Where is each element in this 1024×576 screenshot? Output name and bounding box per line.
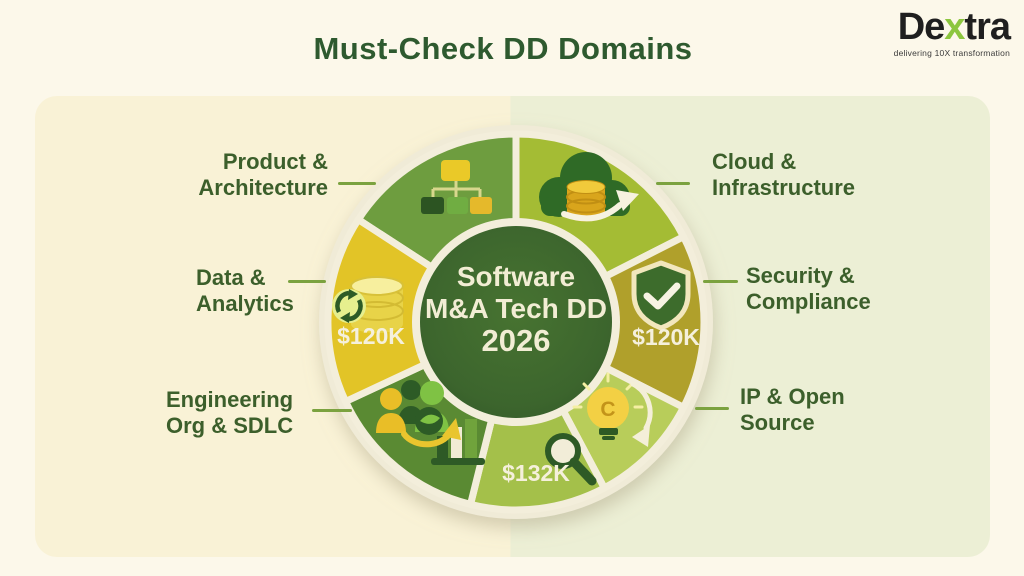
label-line: Cloud & xyxy=(712,149,797,174)
page-title: Must-Check DD Domains xyxy=(313,31,693,66)
label-product-architecture: Product & Architecture xyxy=(118,149,328,201)
lightbulb-copyright-icon: C xyxy=(572,372,653,447)
shield-check-icon xyxy=(631,260,691,331)
label-line: Analytics xyxy=(196,291,294,316)
label-ip-open-source: IP & Open Source xyxy=(740,384,930,436)
connector-cloud-infrastructure xyxy=(656,182,690,185)
label-line: Security & xyxy=(746,263,855,288)
brand-wordmark: Dextra xyxy=(894,6,1011,48)
org-chart-icon xyxy=(421,160,492,214)
brand-tagline: delivering 10X transformation xyxy=(893,48,1010,58)
connector-security-compliance xyxy=(703,280,738,283)
bar-chart-magnifier-icon xyxy=(431,419,597,486)
label-line: IP & Open xyxy=(740,384,845,409)
value-security-compliance: $120K xyxy=(632,324,700,350)
donut-center-circle xyxy=(420,226,612,418)
value-bottom-metrics: $132K xyxy=(502,460,570,486)
brand-logo: Dextra delivering 10X transformation xyxy=(893,6,1011,58)
label-security-compliance: Security & Compliance xyxy=(746,263,946,315)
label-data-analytics: Data & Analytics xyxy=(196,265,366,317)
cloud-coins-icon xyxy=(539,152,639,222)
brand-part1: De xyxy=(897,6,946,48)
label-cloud-infrastructure: Cloud & Infrastructure xyxy=(712,149,942,201)
center-line1: Software xyxy=(456,261,576,292)
label-line: Source xyxy=(740,410,815,435)
center-line3: 2026 xyxy=(481,323,551,358)
label-line: Product & xyxy=(222,149,328,174)
donut-center-label: Software M&A Tech DD 2026 xyxy=(386,261,646,357)
brand-part2: tra xyxy=(964,6,1011,48)
label-line: Data & xyxy=(196,265,266,290)
connector-ip-open-source xyxy=(695,407,729,410)
label-line: Engineering xyxy=(166,387,294,412)
connector-data-analytics xyxy=(288,280,326,283)
label-line: Org & SDLC xyxy=(166,413,294,438)
value-data-analytics: $120K xyxy=(337,323,405,349)
center-line2: M&A Tech DD xyxy=(425,293,607,324)
coins-refresh-icon xyxy=(332,276,404,333)
connector-engineering-org-sdlc xyxy=(312,409,352,412)
label-line: Infrastructure xyxy=(712,175,856,200)
svg-text:C: C xyxy=(600,398,615,421)
team-recycle-icon xyxy=(376,380,461,448)
brand-accent-letter: x xyxy=(944,6,965,48)
label-line: Compliance xyxy=(746,289,871,314)
connector-product-architecture xyxy=(338,182,376,185)
label-engineering-org-sdlc: Engineering Org & SDLC xyxy=(166,387,356,439)
label-line: Architecture xyxy=(198,175,328,200)
